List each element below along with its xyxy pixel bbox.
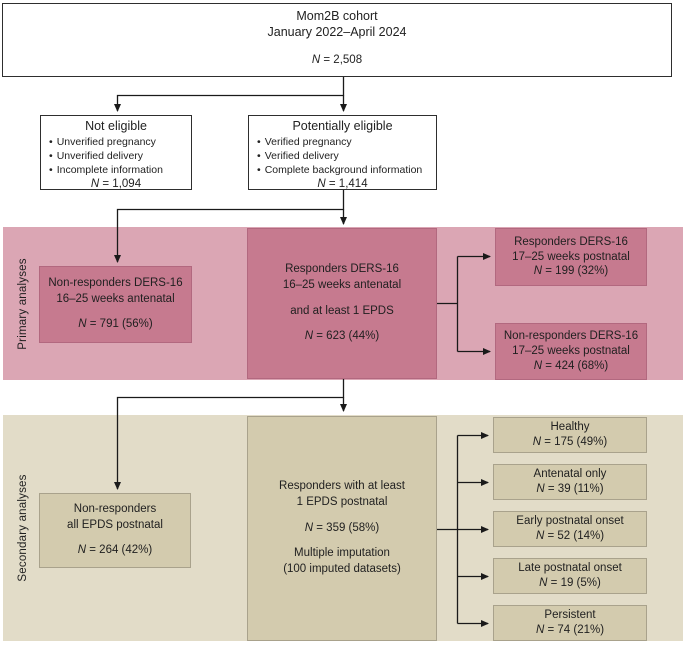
outcome-box-healthy: Healthy N = 175 (49%): [493, 417, 647, 453]
box-n: N = 359 (58%): [304, 521, 380, 534]
box-line: Responders DERS-16: [285, 262, 399, 275]
box-line: Non-responders: [73, 502, 157, 515]
outcome-n: N = 39 (11%): [536, 483, 604, 495]
potentially-eligible-box: Potentially eligible Verified pregnancy …: [248, 115, 437, 190]
not-eligible-n: N = 1,094: [90, 178, 142, 191]
outcome-n: N = 74 (21%): [535, 624, 605, 636]
box-line: Non-responders DERS-16: [503, 330, 639, 343]
responders-epds-box: Responders with at least 1 EPDS postnata…: [247, 416, 437, 641]
box-line: 16–25 weeks antenatal: [282, 278, 402, 291]
box-line: 17–25 weeks postnatal: [512, 250, 630, 263]
box-n: N = 264 (42%): [77, 544, 153, 557]
outcome-box-late-postnatal-onset: Late postnatal onset N = 19 (5%): [493, 558, 647, 594]
box-line: Non-responders DERS-16: [48, 276, 183, 289]
box-n: N = 424 (68%): [533, 359, 609, 372]
criteria-item: Complete background information: [257, 164, 423, 178]
outcome-box-antenatal-only: Antenatal only N = 39 (11%): [493, 464, 647, 500]
criteria-item: Verified delivery: [257, 150, 422, 164]
outcome-label: Antenatal only: [533, 468, 607, 481]
not-eligible-title: Not eligible: [85, 119, 147, 133]
criteria-item: Unverified pregnancy: [49, 136, 163, 150]
box-line: all EPDS postnatal: [67, 518, 163, 531]
outcome-label: Healthy: [550, 421, 590, 434]
responders-ders16-antenatal-box: Responders DERS-16 16–25 weeks antenatal…: [247, 228, 437, 379]
potentially-eligible-n: N = 1,414: [317, 178, 368, 191]
box-line: (100 imputed datasets): [283, 563, 401, 576]
box-n: N = 791 (56%): [78, 318, 153, 331]
criteria-item: Verified pregnancy: [257, 136, 422, 150]
outcome-n: N = 52 (14%): [535, 530, 605, 542]
non-responders-epds-box: Non-responders all EPDS postnatal N = 26…: [39, 493, 191, 568]
outcome-label: Early postnatal onset: [516, 515, 624, 528]
potentially-eligible-title: Potentially eligible: [292, 119, 393, 133]
outcome-n: N = 175 (49%): [532, 436, 608, 448]
criteria-item: Unverified delivery: [49, 150, 163, 164]
box-n: N = 623 (44%): [304, 330, 380, 343]
secondary-analyses-label: Secondary analyses: [17, 474, 29, 582]
cohort-box: Mom2B cohort January 2022–April 2024 N =…: [2, 3, 672, 77]
outcome-box-persistent: Persistent N = 74 (21%): [493, 605, 647, 641]
box-line: 1 EPDS postnatal: [296, 495, 388, 508]
non-responders-ders16-postnatal-box: Non-responders DERS-16 17–25 weeks postn…: [495, 323, 647, 380]
box-line: 16–25 weeks antenatal: [56, 292, 175, 305]
box-line: Responders with at least: [279, 479, 405, 492]
outcome-label: Persistent: [544, 609, 596, 622]
box-line: Multiple imputation: [294, 547, 390, 560]
box-n: N = 199 (32%): [533, 265, 609, 278]
potentially-eligible-criteria-list: Verified pregnancy Verified delivery Com…: [249, 136, 426, 178]
criteria-item: Incomplete information: [49, 164, 163, 178]
non-responders-ders16-antenatal-box: Non-responders DERS-16 16–25 weeks anten…: [39, 266, 192, 343]
outcome-n: N = 19 (5%): [539, 577, 601, 589]
cohort-n: N = 2,508: [311, 53, 363, 66]
cohort-title: Mom2B cohort: [296, 9, 378, 23]
primary-analyses-label: Primary analyses: [17, 257, 29, 350]
outcome-box-early-postnatal-onset: Early postnatal onset N = 52 (14%): [493, 511, 647, 547]
cohort-dates: January 2022–April 2024: [267, 25, 407, 40]
outcome-label: Late postnatal onset: [518, 562, 622, 575]
not-eligible-box: Not eligible Unverified pregnancy Unveri…: [40, 115, 192, 190]
responders-ders16-postnatal-box: Responders DERS-16 17–25 weeks postnatal…: [495, 228, 647, 286]
box-line: 17–25 weeks postnatal: [512, 345, 630, 358]
box-line: and at least 1 EPDS: [290, 304, 394, 317]
not-eligible-criteria-list: Unverified pregnancy Unverified delivery…: [41, 136, 167, 178]
box-line: Responders DERS-16: [514, 235, 628, 248]
